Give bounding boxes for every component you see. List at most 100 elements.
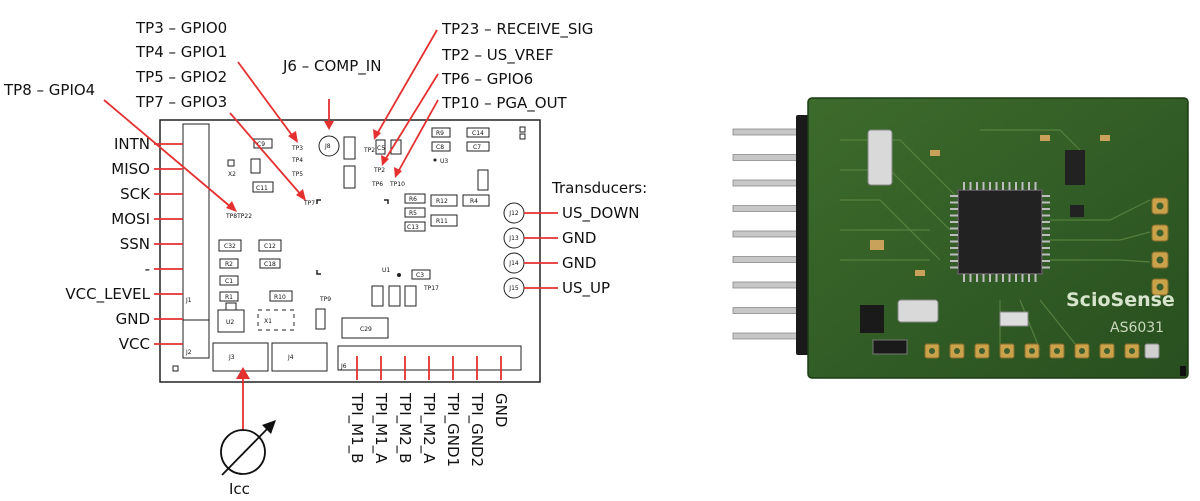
transducer-pad-ref: J15 xyxy=(508,285,519,292)
part-c32 xyxy=(218,239,242,252)
silk-tp5: TP5 xyxy=(291,171,303,178)
photo-pad-hole xyxy=(929,348,935,354)
left-pin-label: INTN xyxy=(114,135,150,153)
label-tp3: TP3 – GPIO0 xyxy=(135,19,227,37)
photo-cap-3 xyxy=(1040,135,1050,141)
part-c11 xyxy=(252,181,274,193)
part-r-vert-5 xyxy=(388,285,401,307)
photo-pad-hole xyxy=(1156,229,1164,237)
photo-pad-hole xyxy=(979,348,985,354)
silk-u3: U3 xyxy=(440,158,448,165)
label-tp2: TP2 – US_VREF xyxy=(441,46,554,65)
bottom-pin-label: TPI_GND1 xyxy=(443,392,462,467)
pin1-dot-u1 xyxy=(397,273,401,277)
arrow-tp10-head xyxy=(394,167,402,178)
meter-arrow-icon xyxy=(262,420,276,434)
transducers-title: Transducers: xyxy=(551,179,647,197)
meter-circle xyxy=(220,429,266,475)
mount-mark-bl xyxy=(172,365,179,372)
left-pin-label: MISO xyxy=(111,160,150,178)
transducer-pin-label: GND xyxy=(562,254,596,272)
photo-cap-5 xyxy=(930,150,940,156)
part-c3 xyxy=(411,269,431,280)
silk-r2: R2 xyxy=(225,261,233,268)
silk-c29: C29 xyxy=(360,326,372,333)
connector-j2 xyxy=(182,319,210,359)
silk-r1: R1 xyxy=(225,294,233,301)
photo-pads xyxy=(924,197,1169,359)
left-pin-label: - xyxy=(145,260,150,278)
silk-c12: C12 xyxy=(264,243,276,250)
left-pin-label: MOSI xyxy=(111,210,150,228)
part-r11 xyxy=(430,214,458,227)
current-meter: Icc xyxy=(220,367,276,498)
transducer-pin-label: GND xyxy=(562,229,596,247)
silk-j1: J1 xyxy=(185,297,192,304)
part-c29 xyxy=(341,317,389,339)
part-r-vert-3 xyxy=(315,308,326,330)
silk-tp9: TP9 xyxy=(319,296,331,303)
bottom-pin-label: TPI_M1_B xyxy=(347,392,366,463)
part-c-small xyxy=(250,158,261,174)
left-pin-label: VCC xyxy=(119,335,150,353)
photo-pad-hole xyxy=(1029,348,1035,354)
arrow-tp23 xyxy=(376,29,438,135)
arrow-tp2-head xyxy=(381,155,389,166)
photo-pad-hole xyxy=(1054,348,1060,354)
part-r4 xyxy=(462,194,490,207)
part-c18 xyxy=(259,258,281,269)
left-pin-label: SSN xyxy=(120,235,150,253)
mount-mark-tr xyxy=(519,126,526,133)
photo-crystal xyxy=(867,129,893,186)
u1-corner-bl xyxy=(316,270,321,275)
label-tp23: TP23 – RECEIVE_SIG xyxy=(441,20,593,39)
part-c1 xyxy=(219,275,239,286)
photo-silver-pad xyxy=(1144,343,1160,359)
part-r2 xyxy=(219,258,239,269)
silk-x1: X1 xyxy=(264,318,272,325)
part-c6 xyxy=(390,139,402,155)
silk-tp7: TP7 xyxy=(303,200,315,207)
silk-tp17: TP17 xyxy=(423,285,439,292)
arrow-tp8 xyxy=(103,99,233,209)
label-tp6: TP6 – GPIO6 xyxy=(441,70,533,88)
label-j6: J6 – COMP_IN xyxy=(282,57,381,76)
silk-r11: R11 xyxy=(436,218,448,225)
part-r9 xyxy=(431,127,451,138)
photo-pad-hole xyxy=(1156,256,1164,264)
photo-cap-1 xyxy=(870,240,884,250)
silk-r6: R6 xyxy=(409,196,417,203)
mount-mark-tr2 xyxy=(519,133,526,140)
part-c7 xyxy=(466,141,490,152)
part-r1 xyxy=(219,291,239,302)
silk-c32: C32 xyxy=(224,243,236,250)
part-c-vert-6 xyxy=(404,285,417,307)
part-c5 xyxy=(375,139,386,155)
part-r10 xyxy=(269,290,293,302)
silk-r9: R9 xyxy=(436,130,444,137)
silk-tp2: TP2 xyxy=(373,167,385,174)
arrow-tp10 xyxy=(397,99,439,173)
u1-corner-tr xyxy=(384,199,389,204)
part-r-vert-4 xyxy=(371,285,384,307)
photo-header-pins xyxy=(732,128,814,340)
connector-j4 xyxy=(271,342,328,372)
silk-c14: C14 xyxy=(472,130,484,137)
photo-pad-hole xyxy=(1156,283,1164,291)
silk-j4: J4 xyxy=(287,354,294,361)
silk-u2: U2 xyxy=(226,319,234,326)
part-c13 xyxy=(404,221,426,232)
arrow-tp7-head xyxy=(296,189,306,201)
part-c8 xyxy=(431,141,451,152)
board-schematic: J1 J2 X2 C9 C11 TP3 TP4 TP5 TP7 TP8TP22 … xyxy=(159,119,541,383)
photo-main-ic xyxy=(957,189,1043,275)
part-r-vert-1 xyxy=(343,136,356,160)
part-c6b xyxy=(477,169,489,191)
silk-c1: C1 xyxy=(225,278,233,285)
connector-j1 xyxy=(182,123,210,321)
photo-jumper-2 xyxy=(872,339,908,355)
left-pin-label: GND xyxy=(116,310,150,328)
silk-tp6: TP6 xyxy=(371,181,383,188)
photo-small-ic xyxy=(1065,150,1085,185)
